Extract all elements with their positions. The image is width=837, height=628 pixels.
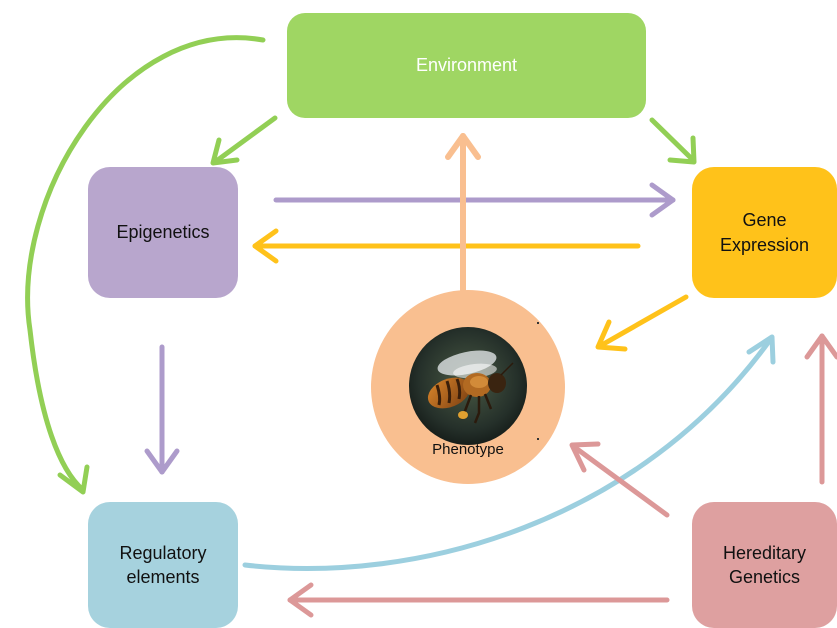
hereditary-genetics-node: Hereditary Genetics bbox=[692, 502, 837, 628]
arrow-environment-to-regulatory bbox=[25, 35, 266, 495]
epigenetics-node: Epigenetics bbox=[88, 167, 238, 298]
arrow-epigenetics-to-regulatory bbox=[144, 344, 180, 475]
regulatory-elements-label: Regulatory elements bbox=[119, 542, 207, 587]
arrow-environment-to-epigenetics bbox=[210, 115, 278, 166]
environment-node: Environment bbox=[287, 13, 646, 118]
regulatory-elements-node: Regulatory elements bbox=[88, 502, 238, 628]
arrow-phenotype-to-environment bbox=[445, 133, 481, 293]
arrow-epigenetics-to-gene-expression bbox=[273, 182, 676, 218]
decorative-dot bbox=[537, 438, 539, 440]
epigenetics-label: Epigenetics bbox=[116, 222, 210, 243]
honeybee-image bbox=[409, 327, 527, 445]
gene-expression-node: Gene Expression bbox=[692, 167, 837, 298]
phenotype-label: Phenotype bbox=[432, 441, 504, 458]
arrow-hereditary-to-phenotype bbox=[569, 441, 670, 518]
arrow-gene-expression-to-epigenetics bbox=[252, 228, 641, 264]
environment-label: Environment bbox=[415, 55, 518, 76]
arrow-regulatory-to-gene-expression bbox=[242, 334, 776, 571]
decorative-dot bbox=[537, 322, 539, 324]
hereditary-genetics-label: Hereditary Genetics bbox=[722, 542, 807, 587]
arrow-environment-to-gene-expression bbox=[649, 117, 697, 165]
gene-expression-label: Gene Expression bbox=[719, 210, 810, 255]
arrow-gene-expression-to-phenotype bbox=[595, 294, 689, 352]
honeybee-photo bbox=[409, 327, 527, 445]
arrow-hereditary-to-gene-expression bbox=[804, 333, 837, 485]
arrow-hereditary-to-regulatory bbox=[287, 582, 670, 618]
